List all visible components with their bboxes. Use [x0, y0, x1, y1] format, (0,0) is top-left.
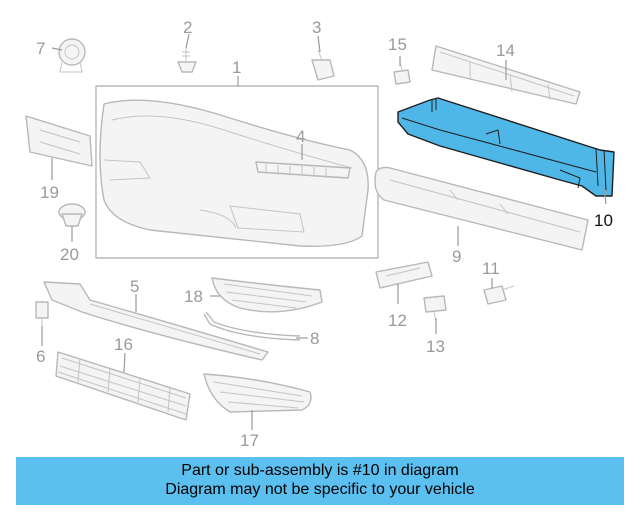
- callout-14: 14: [496, 41, 515, 60]
- callout-13: 13: [426, 337, 445, 356]
- part-7-retainer[interactable]: [58, 38, 86, 73]
- callout-20: 20: [60, 245, 79, 264]
- part-16-grille[interactable]: [55, 351, 191, 421]
- callout-17: 17: [240, 431, 259, 450]
- part-20-push-clip[interactable]: [58, 203, 86, 227]
- part-15-bolt[interactable]: [393, 61, 411, 85]
- part-10-reinforcement-beam[interactable]: [397, 97, 615, 197]
- callout-9: 9: [452, 247, 461, 266]
- leader-lines: [41, 33, 607, 430]
- part-5-valance[interactable]: [43, 281, 269, 361]
- callout-3: 3: [312, 18, 321, 37]
- callout-8: 8: [310, 329, 319, 348]
- callout-5: 5: [130, 277, 139, 296]
- part-9-absorber[interactable]: [374, 166, 589, 251]
- callout-4: 4: [296, 127, 305, 146]
- part-13-bolt[interactable]: [423, 295, 447, 323]
- callout-19: 19: [40, 183, 59, 202]
- banner-line-1: Part or sub-assembly is #10 in diagram: [181, 462, 459, 479]
- callout-11: 11: [482, 259, 500, 278]
- part-18-grille[interactable]: [211, 277, 323, 313]
- callout-12: 12: [388, 311, 407, 330]
- part-12-bracket[interactable]: [375, 261, 433, 289]
- callout-15: 15: [388, 35, 407, 54]
- part-2-screw[interactable]: [177, 48, 197, 73]
- part-1-bumper-cover[interactable]: [95, 85, 379, 259]
- part-3-clip[interactable]: [311, 49, 335, 81]
- callout-6: 6: [36, 347, 45, 366]
- callout-18: 18: [184, 287, 203, 306]
- callout-16: 16: [114, 335, 133, 354]
- callout-7: 7: [36, 39, 45, 58]
- info-banner: Part or sub-assembly is #10 in diagram D…: [16, 457, 624, 505]
- part-19-plate-bracket[interactable]: [25, 115, 93, 167]
- callout-1: 1: [232, 58, 241, 77]
- part-4-trim-strip[interactable]: [255, 161, 351, 179]
- part-8-trim[interactable]: [203, 311, 301, 341]
- part-6-clip[interactable]: [35, 301, 49, 326]
- callout-2: 2: [183, 18, 192, 37]
- callout-10: 10: [594, 211, 613, 230]
- part-17-grille[interactable]: [203, 373, 312, 413]
- part-11-bolt[interactable]: [483, 285, 515, 305]
- banner-line-2: Diagram may not be specific to your vehi…: [165, 481, 475, 498]
